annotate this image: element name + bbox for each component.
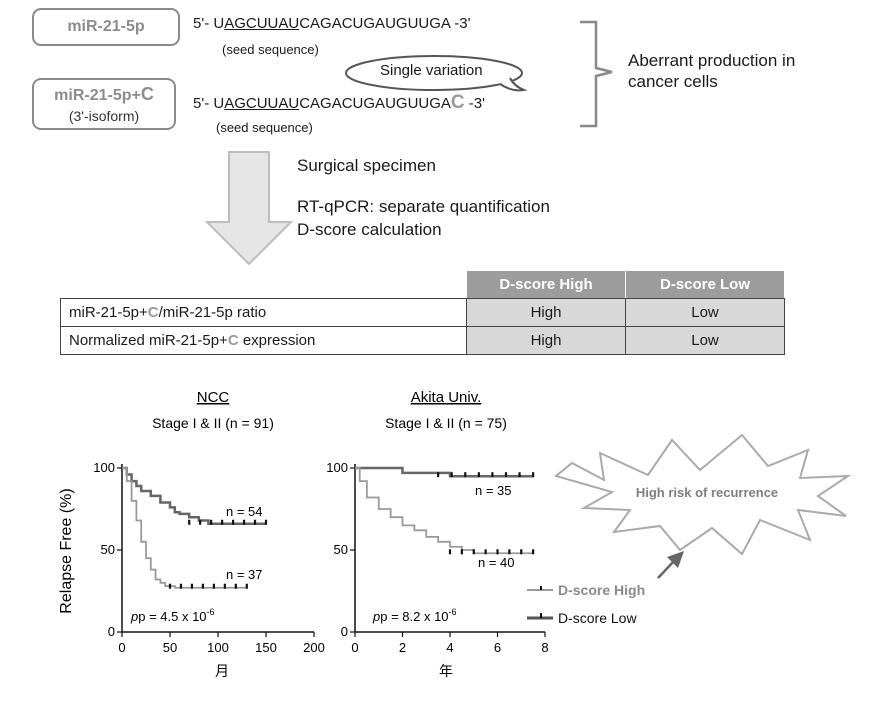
table-cell-low: Low (625, 326, 785, 355)
table-header-blank (60, 270, 467, 299)
ncc-series-low (122, 466, 266, 526)
rtqpcr-text: RT-qPCR: separate quantification (297, 197, 550, 216)
table-header-row: D-score High D-score Low (60, 270, 785, 299)
isoform-label: (3'-isoform) (68, 108, 140, 124)
ncc-y-tick-label: 0 (108, 624, 115, 639)
akita-y-tick-label: 100 (326, 460, 348, 475)
akita-x-tick-label: 8 (541, 640, 548, 655)
ncc-y-tick-label: 50 (101, 542, 115, 557)
ncc-subtitle: Stage I & II (n = 91) (152, 415, 274, 431)
ncc-axes: 0 50 100 150 200 0 50 100 (93, 460, 325, 655)
dscore-calc-text: D-score calculation (297, 220, 442, 239)
table-header-low: D-score Low (625, 270, 785, 299)
mir-21-5p-c-label: miR-21-5p+C (54, 84, 154, 104)
seed-label-1: (seed sequence) (222, 42, 319, 57)
legend: D-score High D-score Low (527, 582, 645, 626)
mir-21-5p-c-box: miR-21-5p+C (3'-isoform) (32, 78, 176, 130)
ncc-title: NCC (197, 389, 230, 406)
risk-starburst (553, 433, 852, 556)
table-row: Normalized miR-21-5p+C expression High L… (60, 326, 785, 355)
down-arrow (205, 151, 294, 266)
akita-n-high: n = 40 (478, 555, 515, 570)
ncc-x-tick-label: 200 (303, 640, 325, 655)
akita-x-tick-label: 2 (399, 640, 406, 655)
table-cell-high: High (466, 298, 626, 327)
risk-arrow-line (657, 559, 676, 579)
ncc-x-tick-label: 100 (207, 640, 229, 655)
akita-series-high (355, 467, 534, 555)
akita-x-tick-label: 4 (446, 640, 453, 655)
table-row: miR-21-5p+C/miR-21-5p ratio High Low (60, 298, 785, 327)
bracket (580, 20, 613, 128)
ncc-y-tick-label: 100 (93, 460, 115, 475)
risk-label: High risk of recurrence (636, 485, 778, 500)
akita-xlabel: 年 (439, 663, 453, 679)
ncc-pvalue: pp = 4.5 x 10-6 (130, 607, 215, 624)
sequence-2: 5'- UAGCUUAUCAGACUGAUGUUGAC -3' (193, 92, 486, 113)
akita-y-tick-label: 50 (334, 542, 348, 557)
akita-y-tick-label: 0 (341, 624, 348, 639)
ncc-series (122, 466, 268, 589)
ncc-n-low: n = 54 (226, 504, 263, 519)
akita-x-tick-label: 6 (494, 640, 501, 655)
callout-text: Single variation (380, 62, 483, 79)
akita-x-tick-label: 0 (351, 640, 358, 655)
legend-low-label: D-score Low (558, 610, 637, 626)
akita-subtitle: Stage I & II (n = 75) (385, 415, 507, 431)
table-row-label: miR-21-5p+C/miR-21-5p ratio (60, 298, 467, 327)
table-header-high: D-score High (466, 270, 626, 299)
mir-21-5p-box: miR-21-5p (32, 8, 180, 46)
ncc-series-high (122, 467, 247, 589)
table-cell-high: High (466, 326, 626, 355)
mir-21-5p-label: miR-21-5p (67, 18, 145, 35)
akita-title: Akita Univ. (411, 389, 482, 406)
akita-axes: 0 2 4 6 8 0 50 100 (326, 460, 548, 655)
seed-label-2: (seed sequence) (216, 120, 313, 135)
ncc-n-high: n = 37 (226, 567, 263, 582)
aberrant-text: Aberrant production in cancer cells (628, 51, 796, 91)
risk-arrow-head (667, 551, 684, 568)
table-cell-low: Low (625, 298, 785, 327)
akita-pvalue: pp = 8.2 x 10-6 (372, 607, 457, 624)
callout-ellipse (345, 55, 528, 92)
surgical-specimen-text: Surgical specimen (297, 156, 436, 175)
akita-n-low: n = 35 (475, 483, 512, 498)
legend-high-label: D-score High (558, 582, 645, 598)
ncc-x-tick-label: 0 (118, 640, 125, 655)
akita-series (355, 466, 535, 555)
ncc-x-tick-label: 150 (255, 640, 277, 655)
ncc-x-tick-label: 50 (163, 640, 177, 655)
y-axis-label: Relapse Free (%) (58, 488, 75, 613)
dscore-table: D-score High D-score Low miR-21-5p+C/miR… (60, 270, 785, 355)
km-charts: NCC Stage I & II (n = 91) Relapse Free (… (58, 389, 852, 679)
ncc-xlabel: 月 (215, 663, 229, 679)
table-row-label: Normalized miR-21-5p+C expression (60, 326, 467, 355)
sequence-1: 5'- UAGCUUAUCAGACUGAUGUUGA -3' (193, 15, 471, 32)
